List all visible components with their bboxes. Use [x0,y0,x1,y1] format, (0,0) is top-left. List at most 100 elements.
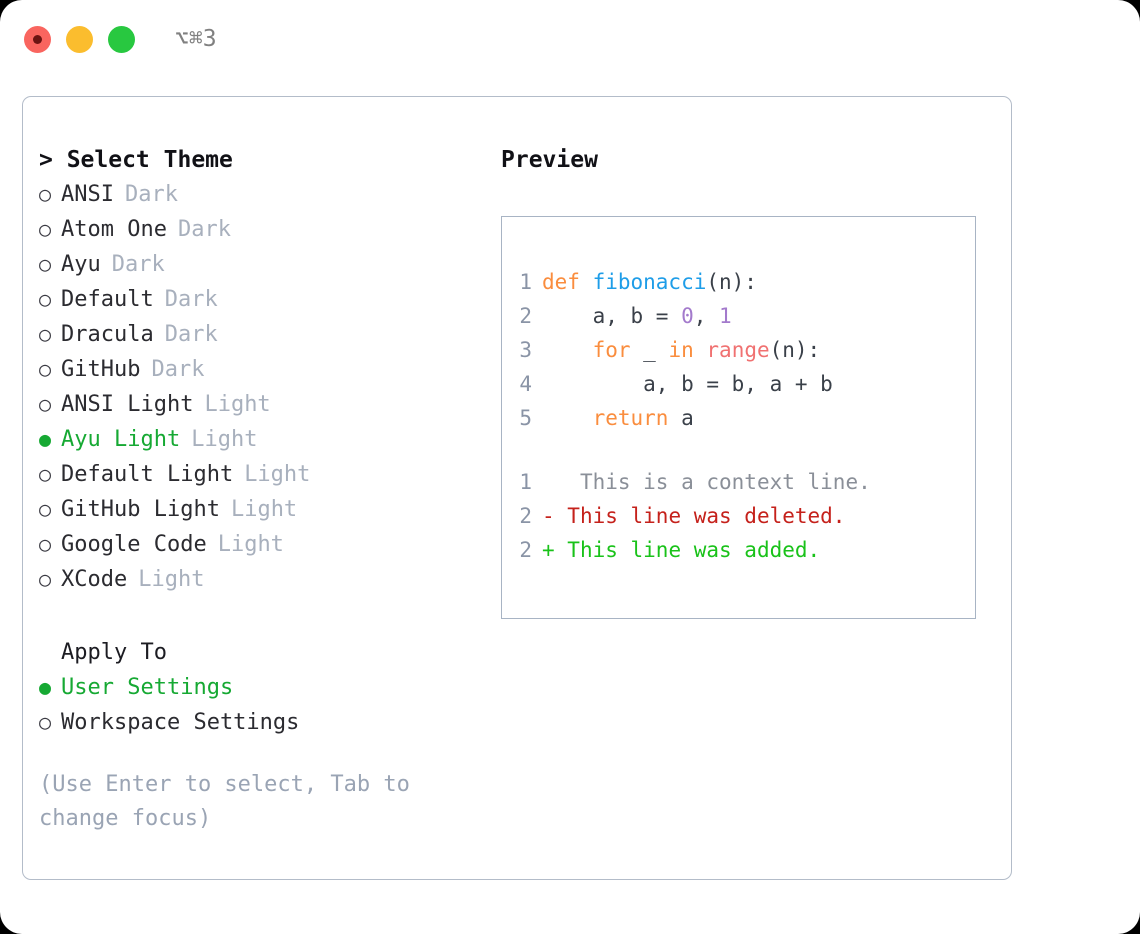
code-token-kw: in [668,338,694,362]
theme-option-xcode[interactable]: ○ XCode Light [39,562,479,597]
theme-option-variant: Light [191,427,258,452]
code-token-num: 1 [719,304,732,328]
theme-option-variant: Dark [177,217,231,242]
theme-option-label: ANSI Light [61,392,194,417]
code-line: 3 for _ in range(n): [502,333,975,367]
code-spacer [502,435,975,465]
apply-to-option-user-settings[interactable]: ●User Settings [39,670,479,705]
theme-option-variant: Dark [111,252,165,277]
code-line-text: a, b = 0, 1 [542,299,732,333]
code-token-kw: for [592,338,631,362]
code-line-text: a, b = b, a + b [542,367,833,401]
code-token-plain [542,406,593,430]
diff-marker [542,465,555,499]
line-number: 4 [519,372,532,396]
code-line-text: def fibonacci(n): [542,265,757,299]
diff-line-ctx: 1 This is a context line. [502,465,975,499]
window-controls [24,25,135,53]
theme-option-ansi-light[interactable]: ○ ANSI Light Light [39,387,479,422]
line-number: 1 [519,270,532,294]
title-bar: ⌥⌘3 [0,0,1140,78]
theme-option-variant: Light [138,567,205,592]
apply-to-header-marker: ○ [39,635,61,669]
code-token-kw: def [542,270,593,294]
radio-unselected-icon: ○ [39,462,52,486]
keyboard-hint-text: (Use Enter to select, Tab to change focu… [39,772,410,831]
theme-option-label: Google Code [61,532,207,557]
select-theme-header: > Select Theme [39,147,233,173]
code-line: 4 a, b = b, a + b [502,367,975,401]
code-token-plain: , [693,304,720,328]
code-token-plain: a, b = b, a + b [542,372,833,396]
radio-unselected-icon: ○ [39,392,52,416]
apply-to-list: ●User Settings○Workspace Settings [39,670,479,740]
apply-to-option-workspace-settings[interactable]: ○Workspace Settings [39,705,479,740]
code-token-plain [542,338,593,362]
theme-option-label: GitHub Light [61,497,220,522]
code-token-plain [694,338,707,362]
code-token-num: 0 [681,304,694,328]
apply-to-header-label: Apply To [61,640,167,665]
theme-option-label: Ayu [61,252,101,277]
code-token-plain: _ [630,338,669,362]
code-token-kw: return [592,406,669,430]
theme-option-variant: Light [217,532,284,557]
radio-unselected-icon: ○ [39,532,52,556]
radio-unselected-icon: ○ [39,287,52,311]
radio-selected-icon: ● [39,675,52,699]
radio-unselected-icon: ○ [39,252,52,276]
theme-option-label: ANSI [61,182,114,207]
theme-option-ayu[interactable]: ○ Ayu Dark [39,247,479,282]
diff-line-text: This line was added. [554,538,821,562]
apply-to-header-row: ○ Apply To [39,635,479,670]
theme-option-variant: Light [204,392,271,417]
theme-option-label: Ayu Light [61,427,181,452]
radio-unselected-icon: ○ [39,497,52,521]
diff-marker: + [542,538,555,562]
theme-option-label: XCode [61,567,128,592]
code-token-plain: (n): [706,270,757,294]
diff-block: 1 This is a context line.2- This line wa… [502,465,975,567]
code-line: 2 a, b = 0, 1 [502,299,975,333]
theme-option-ayu-light[interactable]: ● Ayu Light Light [39,422,479,457]
theme-option-google-code[interactable]: ○ Google Code Light [39,527,479,562]
diff-line-text: This is a context line. [554,470,871,494]
diff-line-del: 2- This line was deleted. [502,499,975,533]
code-line-text: for _ in range(n): [542,333,821,367]
line-number: 2 [519,538,532,562]
theme-option-label: Dracula [61,322,154,347]
code-token-plain: a [668,406,694,430]
code-token-plain: a, b = [542,304,682,328]
theme-option-variant: Dark [164,287,218,312]
preview-title: Preview [501,147,598,173]
zoom-button-icon[interactable] [108,25,135,53]
diff-marker: - [542,504,555,528]
radio-unselected-icon: ○ [39,217,52,241]
code-line: 5 return a [502,401,975,435]
radio-unselected-icon: ○ [39,567,52,591]
keyboard-shortcut-label: ⌥⌘3 [175,26,217,52]
line-number: 1 [519,470,532,494]
minimize-button-icon[interactable] [66,25,93,53]
code-token-call: range [706,338,770,362]
code-token-plain: (n): [769,338,821,362]
line-number: 3 [519,338,532,362]
radio-selected-icon: ● [39,427,52,451]
theme-option-label: GitHub [61,357,141,382]
line-number: 5 [519,406,532,430]
close-button-icon[interactable] [24,25,51,53]
